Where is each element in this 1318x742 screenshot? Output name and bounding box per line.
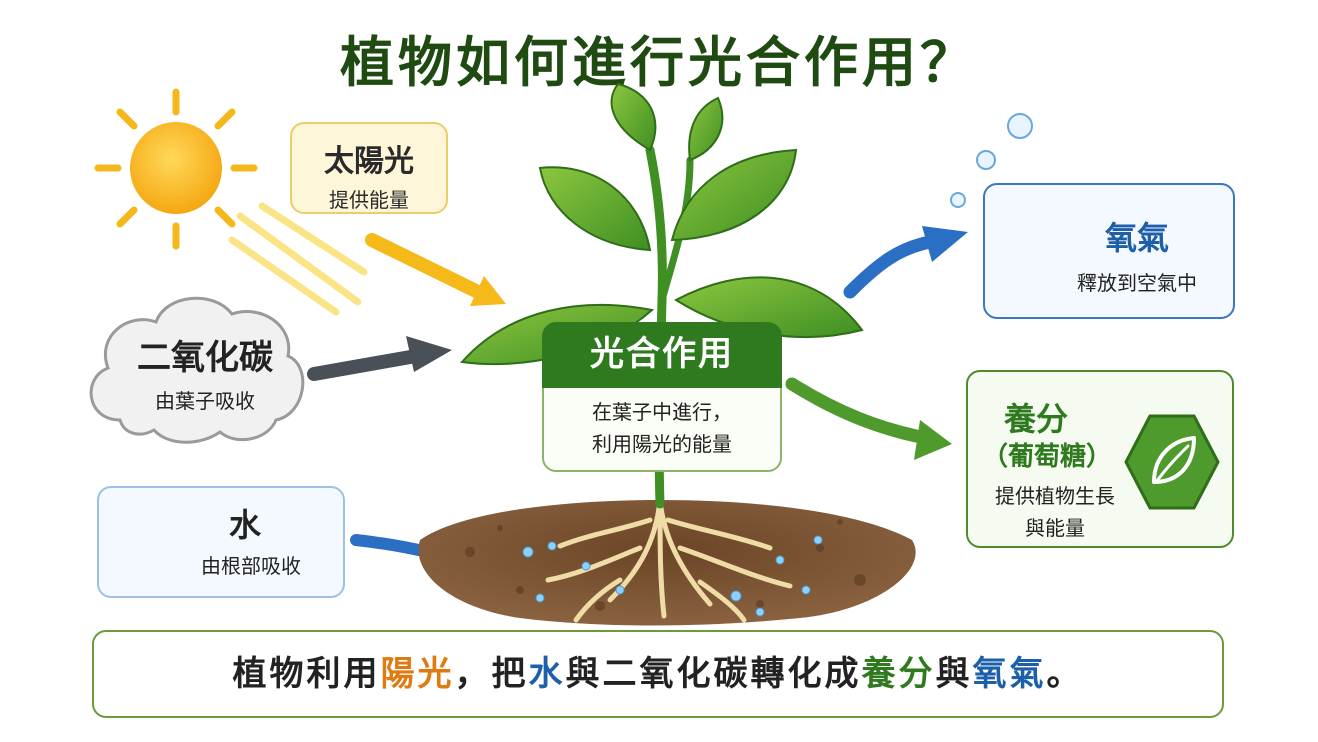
co2-desc: 由葉子吸收 (155, 389, 255, 413)
summary-part3: 與二氧化碳轉化成 (565, 654, 862, 694)
co2-label: 二氧化碳 由葉子吸收 (120, 330, 290, 414)
nutrients-arrow-icon (785, 377, 952, 460)
nutrients-subtitle: （葡萄糖） (982, 442, 1113, 472)
photosynthesis-line1: 在葉子中進行， (592, 400, 732, 424)
nutrients-title: 養分 (1004, 400, 1069, 438)
photosynthesis-title: 光合作用 (542, 322, 782, 388)
oxygen-box: 氧氣 釋放到空氣中 (983, 183, 1235, 319)
sunlight-desc: 提供能量 (329, 188, 409, 212)
summary-part4: 與 (935, 654, 973, 694)
cloud-icon (89, 296, 305, 444)
nutrients-desc: 提供植物生長 與能量 (980, 480, 1130, 544)
summary-part1: 植物利用 (232, 654, 381, 694)
sunlight-box: 太陽光 提供能量 (290, 122, 448, 214)
sun-arrow-icon (365, 233, 506, 306)
oxygen-title: 氧氣 (1105, 219, 1170, 257)
photosynthesis-desc: 在葉子中進行， 利用陽光的能量 (544, 396, 780, 460)
sunlight-title: 太陽光 (324, 144, 414, 179)
water-dots-icon (522, 535, 823, 617)
summary-nutrients: 養分 (861, 654, 936, 694)
summary-oxygen: 氧氣 (972, 654, 1047, 694)
water-desc: 由根部吸收 (201, 554, 301, 578)
oxygen-desc: 釋放到空氣中 (1077, 271, 1197, 295)
summary-water: 水 (528, 654, 566, 694)
sun-rays-icon (228, 202, 368, 316)
sun-icon (94, 88, 258, 250)
summary-banner: 植物利用陽光，把水與二氧化碳轉化成養分與氧氣。 (92, 630, 1224, 718)
leaf-icon (1124, 414, 1220, 510)
soil-icon (418, 500, 916, 626)
co2-title: 二氧化碳 (137, 338, 273, 378)
summary-part5: 。 (1046, 654, 1084, 694)
nutrients-box: 養分 （葡萄糖） 提供植物生長 與能量 (966, 370, 1234, 548)
page-title: 植物如何進行光合作用？ (340, 31, 978, 94)
oxygen-arrow-icon (843, 226, 968, 299)
summary-part2: ，把 (454, 654, 529, 694)
water-box: 水 由根部吸收 (97, 486, 345, 598)
co2-arrow-icon (307, 336, 452, 381)
photosynthesis-box: 光合作用 在葉子中進行， 利用陽光的能量 (542, 322, 782, 472)
photosynthesis-line2: 利用陽光的能量 (592, 432, 732, 456)
nutrients-line1: 提供植物生長 (995, 484, 1115, 508)
water-title: 水 (229, 506, 262, 544)
summary-sunlight: 陽光 (380, 654, 455, 694)
nutrients-line2: 與能量 (1025, 516, 1085, 540)
